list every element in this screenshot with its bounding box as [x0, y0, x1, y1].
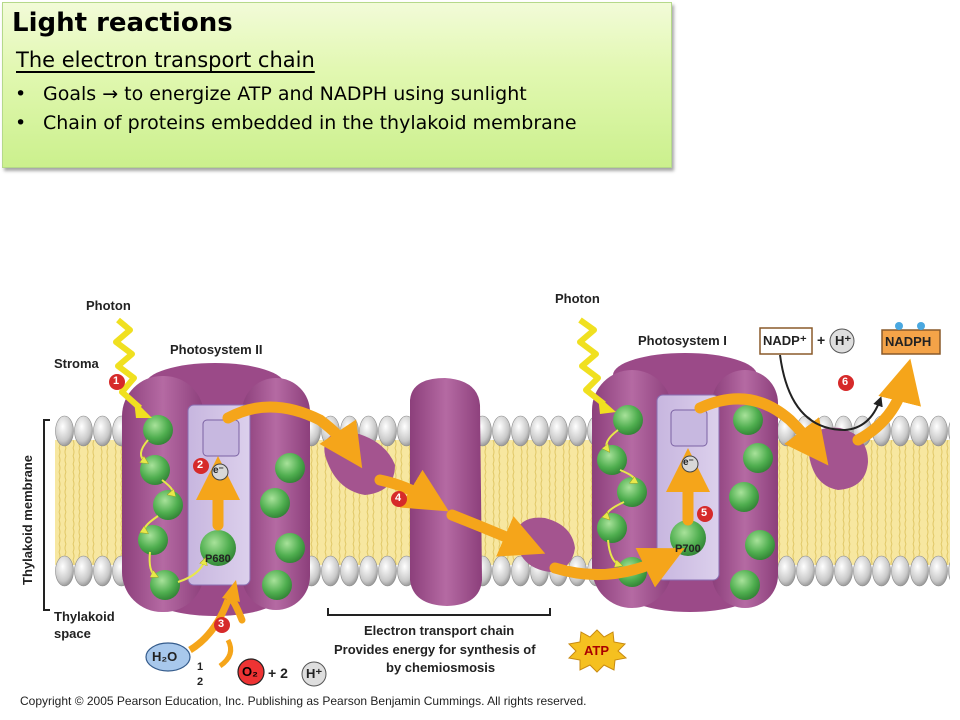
photosystem-i-label: Photosystem I — [638, 333, 727, 348]
chlorophyll-icon — [617, 477, 647, 507]
plus-two-label: + 2 — [268, 665, 288, 681]
etc-bracket — [327, 608, 551, 616]
atp-label: ATP — [584, 643, 610, 658]
copyright-notice: Copyright © 2005 Pearson Education, Inc.… — [20, 694, 587, 708]
chlorophyll-icon — [597, 513, 627, 543]
step-badge-icon — [838, 375, 854, 391]
chlorophyll-icon — [143, 415, 173, 445]
water-molecule-icon — [145, 642, 191, 672]
electron-dot-icon — [895, 322, 903, 330]
nadp-reduction-arrow — [779, 354, 883, 432]
chlorophyll-icon — [153, 490, 183, 520]
chlorophyll-icon — [262, 570, 292, 600]
electron-label: e⁻ — [213, 465, 224, 476]
electron-dot-icon — [917, 322, 925, 330]
hydrogen-label: H⁺ — [306, 666, 323, 681]
half-numerator: 1 — [197, 661, 204, 673]
step-number: 5 — [701, 507, 708, 519]
hydrogen-ion-icon — [829, 328, 855, 354]
chlorophyll-icon — [275, 453, 305, 483]
chlorophyll-icon — [140, 455, 170, 485]
slide-title-box: Light reactions The electron transport c… — [2, 2, 672, 168]
nadph-box — [881, 329, 941, 355]
water-split-arrowhead — [222, 580, 240, 602]
electron-flow-arrows — [196, 358, 921, 624]
step-badges — [109, 374, 854, 633]
bullet-item: • Goals → to energize ATP and NADPH using… — [15, 80, 577, 109]
photon-right-label: Photon — [555, 291, 600, 306]
step-number: 3 — [218, 618, 225, 630]
etc-label: Electron transport chain — [364, 623, 515, 638]
water-label: H₂O — [152, 649, 178, 664]
chlorophyll-icon — [745, 530, 775, 560]
step-badge-icon — [697, 506, 713, 522]
bullet-dot-icon: • — [15, 83, 27, 105]
p700-label: P700 — [675, 543, 701, 555]
slide-subtitle: The electron transport chain — [16, 48, 315, 72]
step-number: 4 — [395, 492, 402, 504]
membrane-bracket — [43, 419, 50, 611]
energy-label-line1: Provides energy for synthesis of — [334, 642, 536, 657]
chlorophyll-icon — [260, 488, 290, 518]
nadp-box — [759, 327, 813, 355]
photon-left-label: Photon — [86, 298, 131, 313]
photon-left-icon — [113, 317, 152, 418]
thylakoid-space-label-line2: space — [54, 626, 91, 641]
half-denominator: 2 — [197, 676, 204, 688]
nadph-label: NADPH — [885, 334, 932, 349]
chlorophyll-icon — [275, 533, 305, 563]
chlorophyll-icon — [733, 405, 763, 435]
thylakoid-space-label-line1: Thylakoid — [54, 609, 115, 624]
electron-badge-ps2 — [211, 463, 229, 481]
atp-burst-icon — [567, 629, 628, 673]
bullet-text: Chain of proteins embedded in the thylak… — [43, 112, 577, 134]
p680-label: P680 — [205, 553, 231, 565]
oxygen-molecule-icon — [237, 658, 265, 686]
chlorophyll-icon — [200, 530, 236, 566]
electron-label: e⁻ — [683, 457, 694, 468]
step-badge-icon — [391, 491, 407, 507]
nadp-label: NADP⁺ — [763, 333, 807, 348]
thylakoid-membrane-label: Thylakoid membrane — [20, 455, 35, 585]
step-number: 2 — [197, 459, 204, 471]
slide-title: Light reactions — [12, 8, 233, 38]
hydrogen-ion-icon — [301, 661, 327, 687]
water-split-arrow — [188, 598, 232, 654]
hydrogen-label: H⁺ — [835, 333, 852, 348]
chlorophyll-icon — [670, 520, 706, 556]
step-badge-icon — [193, 458, 209, 474]
oxygen-label: O₂ — [242, 664, 258, 679]
bullet-item: • Chain of proteins embedded in the thyla… — [15, 109, 577, 138]
step-number: 6 — [842, 376, 849, 388]
photon-right-icon — [577, 317, 616, 414]
chlorophyll-molecules — [138, 405, 775, 600]
photosystem-ii-complex — [122, 363, 310, 616]
chlorophyll-icon — [138, 525, 168, 555]
stroma-label: Stroma — [54, 356, 99, 371]
chlorophyll-icon — [730, 570, 760, 600]
oxygen-release-arrow — [218, 638, 234, 669]
chlorophyll-icon — [729, 482, 759, 512]
step-badge-icon — [214, 617, 230, 633]
step-number: 1 — [113, 375, 120, 387]
energy-label-line2: by chemiosmosis — [386, 660, 496, 675]
bullet-text: Goals → to energize ATP and NADPH using … — [43, 83, 527, 105]
bullet-list: • Goals → to energize ATP and NADPH using… — [15, 80, 577, 138]
photosystem-ii-label: Photosystem II — [170, 342, 263, 357]
step-badge-icon — [109, 374, 125, 390]
plus-label: + — [817, 332, 826, 348]
chlorophyll-icon — [613, 405, 643, 435]
bullet-dot-icon: • — [15, 112, 27, 134]
electron-badge-ps1 — [681, 455, 699, 473]
chlorophyll-icon — [743, 443, 773, 473]
